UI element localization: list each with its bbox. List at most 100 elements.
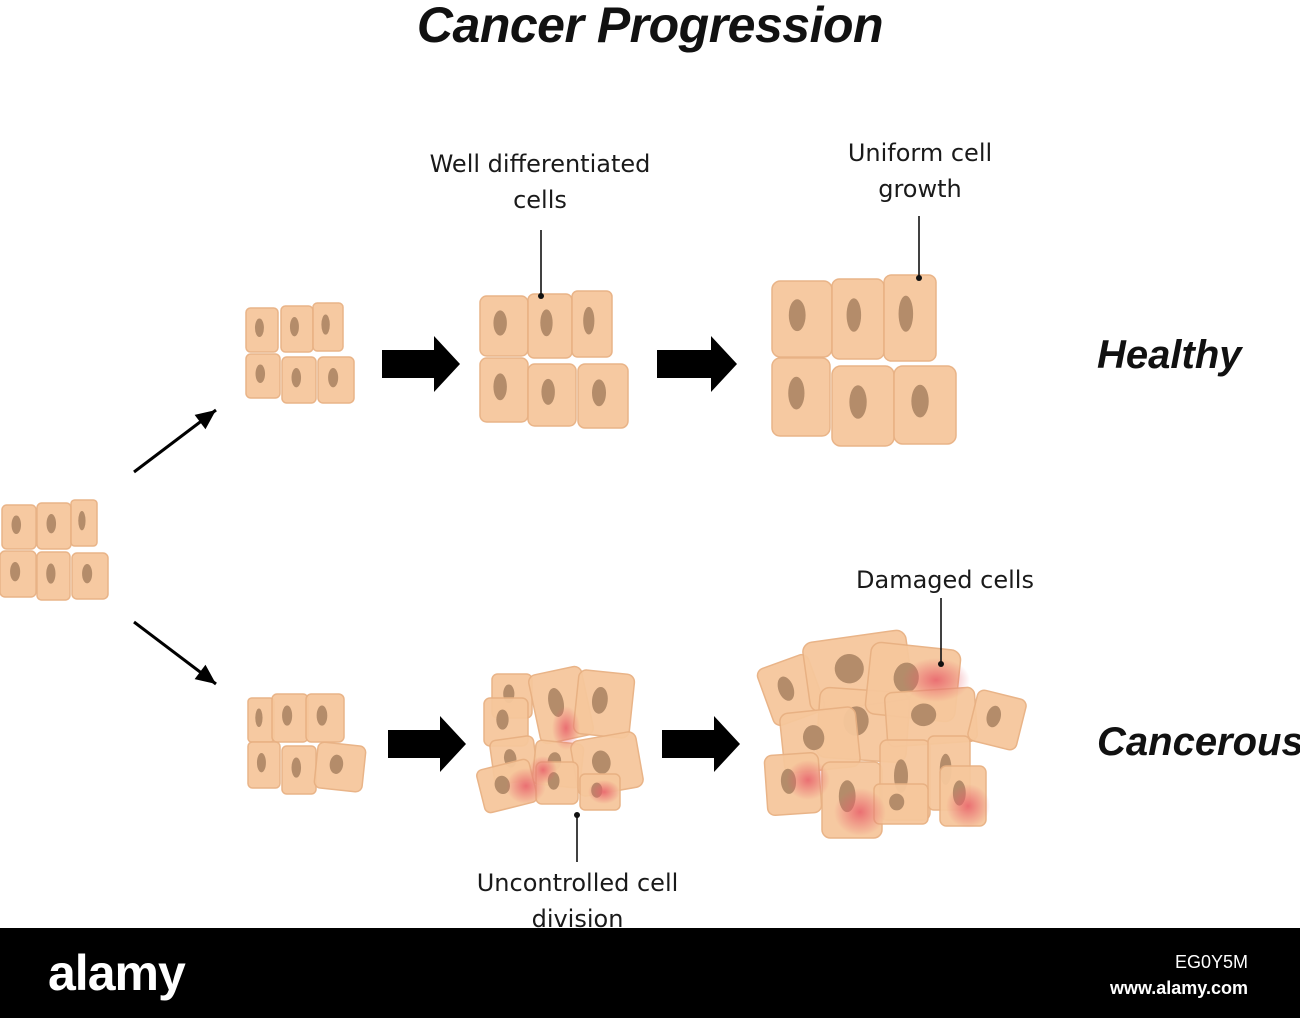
cell-group-healthy-2 <box>479 290 629 429</box>
leader-dot <box>574 812 580 818</box>
callout-leader-lines <box>538 216 944 862</box>
cell-nucleus <box>898 295 914 332</box>
cell-nucleus <box>788 376 805 410</box>
cell-nucleus <box>493 310 507 336</box>
watermark-brand: alamy <box>48 945 186 1001</box>
damage-spot <box>552 706 580 750</box>
cell-nucleus <box>46 563 56 584</box>
cell <box>893 365 957 445</box>
cell-nucleus <box>289 317 299 337</box>
cell-nucleus <box>494 775 510 795</box>
damage-spot <box>834 788 886 836</box>
cell <box>571 290 613 358</box>
cell <box>280 305 314 353</box>
cell-nucleus <box>583 306 595 335</box>
callout-line-2: growth <box>878 175 962 203</box>
cell-nucleus <box>329 754 344 774</box>
cell-nucleus <box>254 318 264 338</box>
cell-groups <box>0 274 1027 839</box>
progression-arrows <box>133 336 740 772</box>
cell <box>527 293 573 359</box>
callout-line-1: Uncontrolled cell <box>476 869 679 897</box>
cell-nucleus <box>911 384 929 418</box>
leader-dot <box>538 293 544 299</box>
cell <box>1 504 37 550</box>
cell-group-healthy-1 <box>245 302 355 404</box>
damage-spot <box>588 780 620 804</box>
callout-uncontrolled-division: Uncontrolled cell division <box>440 865 715 937</box>
callout-uniform-growth: Uniform cell growth <box>800 135 1040 207</box>
progression-arrow <box>388 716 466 772</box>
cell-nucleus <box>256 753 266 773</box>
cell-nucleus <box>591 686 608 714</box>
cell <box>967 689 1027 751</box>
cell-nucleus <box>846 298 862 332</box>
cell-nucleus <box>496 709 509 730</box>
cell-nucleus <box>316 705 328 726</box>
cell <box>247 697 275 743</box>
callout-damaged-cells: Damaged cells <box>820 562 1070 598</box>
page-title: Cancer Progression <box>416 0 884 53</box>
damage-spot <box>902 658 970 702</box>
cell <box>281 356 317 404</box>
callout-line-1: Damaged cells <box>856 566 1034 594</box>
cell <box>271 693 309 743</box>
cell <box>312 302 344 352</box>
watermark-image-id: EG0Y5M <box>1174 952 1248 972</box>
progression-arrow <box>382 336 460 392</box>
callout-line-1: Well differentiated <box>429 150 651 178</box>
cell-nucleus <box>282 705 293 726</box>
cell-nucleus <box>255 364 266 384</box>
leader-dot <box>938 661 944 667</box>
branch-arrow-head <box>194 664 216 684</box>
cell <box>771 280 833 358</box>
cell-nucleus <box>10 562 21 582</box>
cell-nucleus <box>541 378 555 405</box>
cell <box>36 551 71 601</box>
cell <box>577 363 629 429</box>
cell <box>479 295 529 357</box>
cell <box>245 307 279 353</box>
cell-group-cancerous-1 <box>247 693 367 795</box>
progression-arrow <box>662 716 740 772</box>
cell <box>70 499 98 547</box>
cell <box>831 365 895 447</box>
branch-arrow-head <box>194 410 216 430</box>
cell-nucleus <box>986 705 1002 728</box>
cell <box>317 356 355 404</box>
cell <box>572 669 636 739</box>
cell-nucleus <box>82 564 93 584</box>
cell-nucleus <box>11 515 22 535</box>
cell <box>479 357 529 423</box>
cell-nucleus <box>255 708 263 728</box>
cell-nucleus <box>321 314 330 335</box>
damage-spot <box>946 784 990 828</box>
cell <box>281 745 317 795</box>
cell <box>0 550 37 598</box>
callout-line-2: cells <box>513 186 567 214</box>
watermark-footer-bar <box>0 928 1300 1018</box>
cell-nucleus <box>592 379 606 407</box>
cell-group-healthy-3 <box>771 274 957 447</box>
damage-spot <box>529 756 557 784</box>
cell <box>245 353 281 399</box>
cell-nucleus <box>777 676 795 701</box>
cell-nucleus <box>291 368 302 388</box>
cell-nucleus <box>788 299 806 332</box>
cell-nucleus <box>834 653 864 684</box>
cell-nucleus <box>911 703 937 727</box>
damage-spot <box>786 760 830 800</box>
row-label-cancerous: Cancerous <box>1097 720 1300 764</box>
cell-nucleus <box>493 373 507 401</box>
cell-nucleus <box>46 514 57 534</box>
cell <box>305 693 345 743</box>
cell-nucleus <box>328 368 339 388</box>
cell <box>71 552 109 600</box>
cell <box>313 741 367 793</box>
cell-nucleus <box>591 750 611 774</box>
callout-well-differentiated: Well differentiated cells <box>400 146 680 218</box>
cell <box>883 686 979 748</box>
cell <box>831 278 885 360</box>
cell-nucleus <box>78 511 86 531</box>
